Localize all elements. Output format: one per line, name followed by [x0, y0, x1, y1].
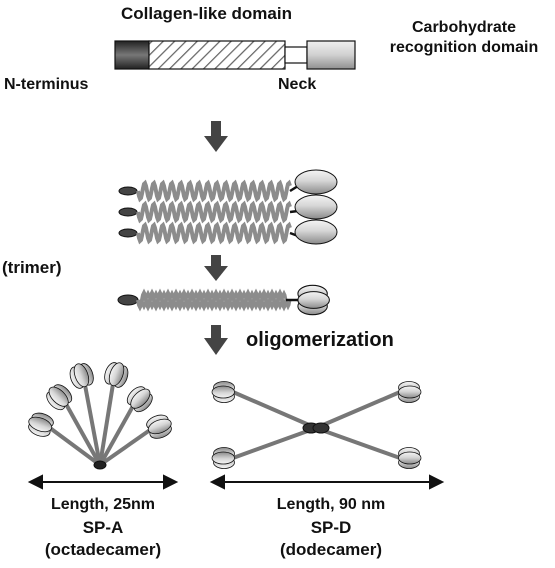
n-terminus-label: N-terminus — [4, 76, 89, 93]
sp-a-octadecamer — [28, 362, 172, 470]
crd-head — [294, 169, 338, 195]
sp-a-stalk — [64, 403, 102, 466]
sp-a-name: SP-A — [82, 518, 124, 537]
crd-lobe — [130, 388, 151, 409]
sp-a-stalk — [98, 428, 152, 467]
sp-a-head — [28, 412, 54, 437]
crd-lobe — [211, 451, 235, 465]
crd-lobe — [211, 385, 235, 399]
sp-d-head — [211, 381, 235, 403]
neck-segment — [284, 46, 308, 64]
sp-a-head — [69, 363, 94, 389]
sp-d-head — [398, 447, 422, 469]
sp-d-head — [398, 381, 422, 403]
collagen-coil — [136, 200, 292, 224]
sp-a-form: (octadecamer) — [44, 540, 162, 559]
sp-d-name: SP-D — [310, 518, 352, 537]
sp-d-dodecamer — [211, 381, 422, 469]
collagen-coil — [136, 221, 292, 245]
trimer-structure — [117, 284, 330, 316]
sp-d-length-label: Length, 90 nm — [276, 496, 386, 513]
crd-label-line2: recognition domain — [389, 39, 539, 56]
n-terminus-segment — [114, 40, 150, 70]
sp-a-head — [146, 414, 172, 439]
trimer-crd-head — [297, 284, 330, 316]
sp-d-arm — [232, 426, 317, 460]
crd-lobe — [398, 451, 422, 465]
arrow-2 — [204, 255, 228, 281]
arrow-1 — [204, 121, 228, 152]
crd-segment — [306, 40, 356, 70]
crd-lobe — [297, 291, 330, 309]
crd-head — [294, 219, 338, 245]
sp-a-stalk — [83, 384, 102, 466]
sp-d-form: (dodecamer) — [279, 540, 383, 559]
sp-a-length-label: Length, 25nm — [50, 496, 155, 513]
neck-label: Neck — [278, 76, 317, 93]
sp-d-arm — [315, 426, 401, 460]
collagen-like-segment — [148, 40, 286, 70]
sp-d-arm — [315, 390, 401, 430]
sp-d-head — [211, 447, 235, 469]
sp-d-length-arrow — [209, 474, 445, 490]
monomer-chains — [118, 169, 338, 245]
sp-a-stalk — [98, 383, 115, 466]
crd-lobe — [147, 418, 172, 435]
sp-a-stalk — [98, 405, 135, 466]
n-terminus-blob — [118, 207, 138, 217]
trimer-coil-2 — [140, 289, 292, 311]
sp-a-stalk — [48, 426, 102, 467]
sp-a-head — [126, 386, 153, 413]
crd-lobe — [73, 363, 90, 388]
collagen-coil — [136, 179, 292, 203]
trimer-n-terminus — [117, 294, 139, 306]
n-terminus-blob — [118, 228, 138, 238]
domain-bar — [114, 40, 356, 70]
crd-label-line1: Carbohydrate — [411, 19, 517, 36]
sp-a-head — [46, 384, 73, 411]
collagen-domain-label: Collagen-like domain — [121, 4, 292, 23]
crd-head — [294, 194, 338, 220]
n-terminus-blob — [118, 186, 138, 196]
crd-lobe — [28, 416, 53, 433]
sp-d-hub — [312, 422, 330, 434]
trimer-label: (trimer) — [2, 258, 62, 277]
sp-d-arm — [232, 390, 317, 430]
sp-a-hub — [93, 460, 107, 470]
sp-a-head — [104, 362, 129, 388]
oligomerization-label: oligomerization — [246, 329, 394, 351]
crd-lobe — [48, 386, 69, 407]
crd-lobe — [398, 385, 422, 399]
arrow-3 — [204, 325, 228, 355]
crd-lobe — [108, 362, 125, 387]
sp-a-length-arrow — [27, 474, 179, 490]
